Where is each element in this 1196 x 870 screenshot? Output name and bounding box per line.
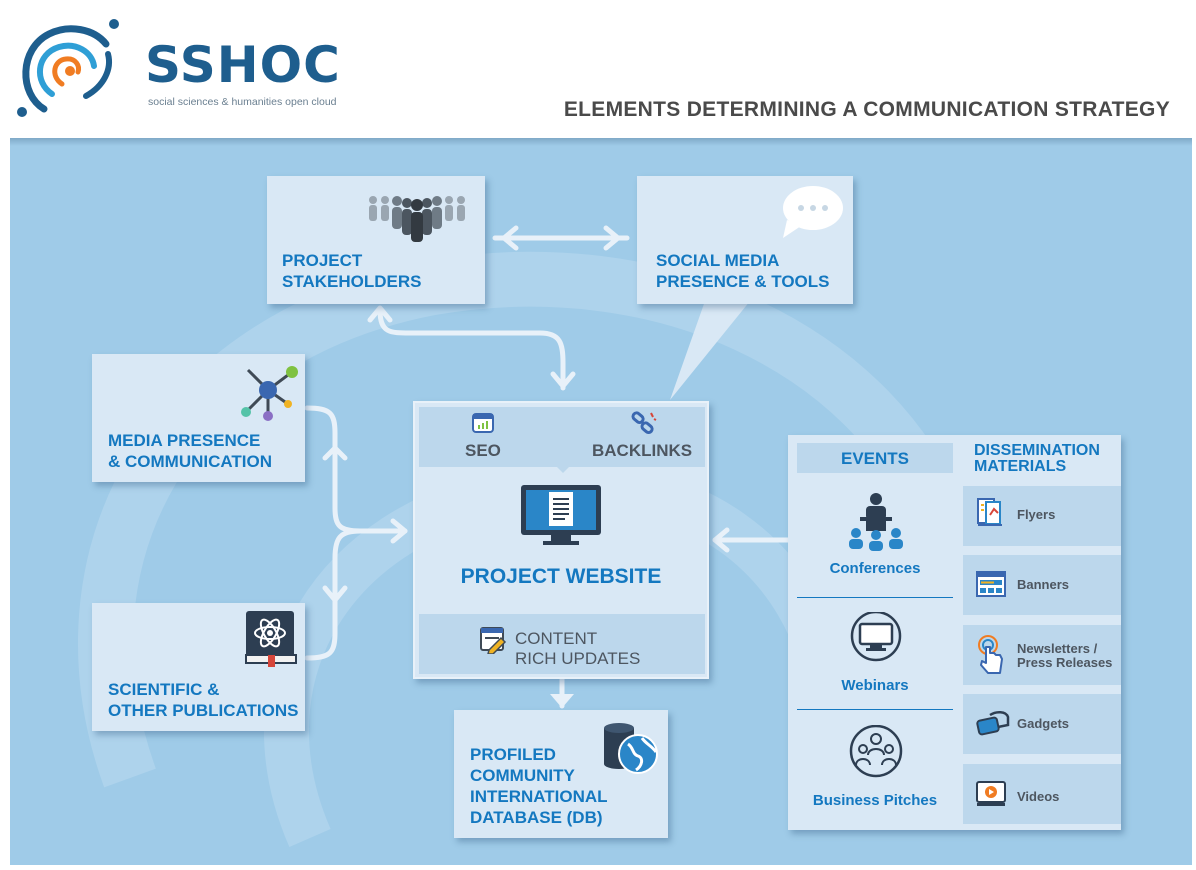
project-website-box: SEO BACKLINKS PROJECT WEBSITE [413,401,709,679]
stakeholders-title-line1: PROJECT [282,251,363,270]
page-title: ELEMENTS DETERMINING A COMMUNICATION STR… [563,98,1170,121]
crowd-icon [369,196,465,242]
events-header [797,443,953,473]
network-icon [241,366,298,421]
stakeholders-box: PROJECT STAKEHOLDERS [267,176,485,304]
media-title-line1: MEDIA PRESENCE [108,431,261,450]
gadgets-label: Gadgets [1017,716,1070,731]
webinar-monitor-icon [850,612,902,662]
materials-header [963,435,1121,483]
publications-box: SCIENTIFIC & OTHER PUBLICATIONS [92,603,305,731]
header: SSHOC social sciences & humanities open … [0,0,1196,136]
project-website-title: PROJECT WEBSITE [460,565,662,588]
science-book-icon [245,611,297,667]
banner-icon [976,571,1006,597]
brand-name: SSHOC [145,36,341,94]
seo-label: SEO [465,441,501,460]
strip-notch-up [553,604,573,614]
banners-label: Banners [1017,577,1070,592]
connector-arrows [304,225,791,709]
backlinks-icon [631,411,657,434]
media-presence-box: MEDIA PRESENCE & COMMUNICATION [92,354,305,482]
events-title: EVENTS [840,449,910,468]
social-title-line2: PRESENCE & TOOLS [656,272,830,291]
database-title-line4: DATABASE (DB) [470,808,603,827]
monitor-document-icon [521,485,601,545]
events-divider [797,597,953,598]
business-pitch-icon [849,725,903,778]
diagram-canvas: PROJECT STAKEHOLDERS SOCIAL MEDIA PRESEN… [10,138,1192,865]
database-title-line2: COMMUNITY [470,766,575,785]
stakeholders-title-line2: STAKEHOLDERS [282,272,422,291]
conference-speaker-icon [849,493,903,551]
videos-label: Videos [1017,789,1060,804]
database-title-line3: INTERNATIONAL [470,787,608,806]
database-title-line1: PROFILED [470,745,556,764]
sshoc-logo-icon [17,19,119,117]
brand-tagline: social sciences & humanities open cloud [148,96,337,108]
gadget-usb-icon [976,711,1010,736]
social-media-box: SOCIAL MEDIA PRESENCE & TOOLS [637,176,853,304]
materials-title: DISSEMINATION MATERIALS [974,442,1100,475]
social-title-line1: SOCIAL MEDIA [656,251,780,270]
newsletters-label: Newsletters / Press Releases [1017,641,1113,670]
event-item-webinars: Webinars [841,677,909,694]
video-play-icon [976,781,1006,806]
content-update-icon [480,627,507,654]
publications-title-line2: OTHER PUBLICATIONS [108,701,299,720]
flyer-icon [977,498,1002,526]
content-updates-strip [419,614,705,674]
events-divider [797,709,953,710]
seo-icon [472,413,494,433]
database-globe-icon [604,723,658,774]
content-updates-label: CONTENT RICH UPDATES [515,629,641,668]
flyers-label: Flyers [1017,507,1056,522]
database-box: PROFILED COMMUNITY INTERNATIONAL DATABAS… [454,710,668,838]
strip-notch-down [553,463,573,473]
speech-bubble-icon [783,186,843,238]
media-title-line2: & COMMUNICATION [108,452,272,471]
event-item-business-pitches: Business Pitches [812,792,938,809]
backlinks-label: BACKLINKS [592,441,693,460]
seo-backlinks-strip [419,407,705,467]
publications-title-line1: SCIENTIFIC & [108,680,220,699]
event-item-conferences: Conferences [829,560,921,577]
events-materials-panel: EVENTS Conferences Webinars [788,435,1121,830]
newsletter-touch-icon [978,635,1003,674]
